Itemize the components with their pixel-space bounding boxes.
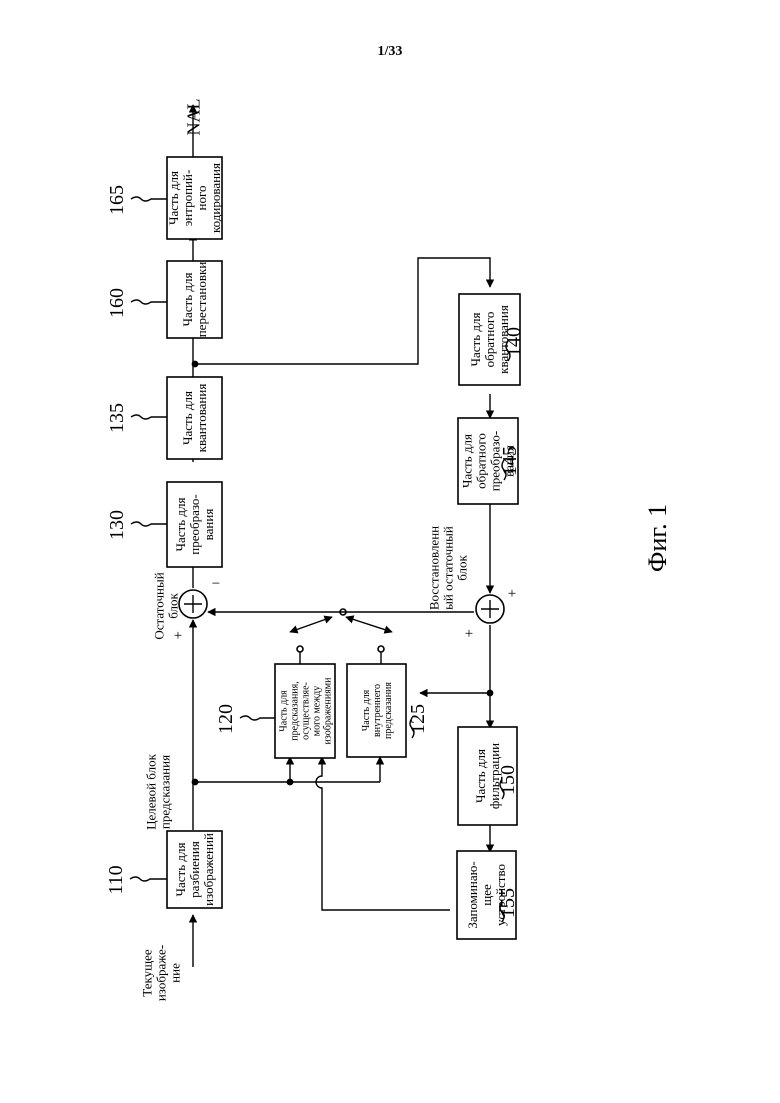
- block-110: Часть дляразбиенияизображений 110: [105, 831, 222, 908]
- wire-155-120: [316, 757, 450, 910]
- adder-subtract: [179, 590, 207, 618]
- junction-target-120: [287, 779, 294, 786]
- switch-arm-a: [290, 617, 332, 632]
- output-label-nal: NAL: [183, 99, 203, 136]
- block-165: Часть дляэнтропий-ногокодирования 165: [106, 157, 223, 239]
- block-160-label: Часть дляперестановки: [180, 262, 209, 338]
- switch-arm-b: [346, 617, 392, 632]
- adder-reconstruct-plus-right: +: [508, 586, 516, 602]
- block-110-label: Часть дляразбиенияизображений: [173, 833, 216, 906]
- block-145: Часть дляобратногопреобразо-вания145: [458, 418, 521, 504]
- figure-caption: Фиг. 1: [643, 504, 672, 572]
- switch-contact-120: [297, 646, 303, 652]
- block-145-number: 145: [499, 446, 521, 476]
- block-110-number: 110: [105, 865, 127, 894]
- block-165-label: Часть дляэнтропий-ногокодирования: [166, 163, 223, 233]
- restored-residual-label: Восстановленный остаточныйблок: [427, 526, 470, 610]
- block-150-number: 150: [497, 765, 519, 795]
- block-120-number: 120: [215, 704, 237, 734]
- block-120: Часть дляпредсказания,осуществляе-мого м…: [215, 664, 335, 758]
- adder-subtract-minus: −: [212, 576, 220, 592]
- block-135: Часть дляквантования 135: [106, 377, 222, 459]
- adder-reconstruct-plus-left: +: [465, 626, 473, 642]
- current-image-label: Текущееизображе-ние: [140, 945, 183, 1001]
- wire-quant-feedback: [195, 258, 490, 364]
- block-160-number: 160: [106, 288, 128, 318]
- block-140: Часть дляобратногоквантования140: [459, 294, 525, 385]
- block-135-label: Часть дляквантования: [180, 384, 209, 453]
- adder-subtract-plus: +: [174, 628, 182, 644]
- block-155: Запоминаю-щееустройство155: [457, 851, 519, 939]
- block-160: Часть дляперестановки 160: [106, 261, 222, 338]
- block-125: Часть длявнутреннегопредсказания 125: [347, 664, 429, 757]
- block-130-number: 130: [106, 510, 128, 540]
- block-155-number: 155: [497, 888, 519, 918]
- block-125-number: 125: [407, 704, 429, 734]
- block-125-label: Часть длявнутреннегопредсказания: [361, 682, 394, 739]
- block-150: Часть дляфильтрации150: [458, 727, 519, 825]
- block-140-number: 140: [503, 327, 525, 357]
- block-130: Часть дляпреобразо-вания130: [106, 482, 222, 567]
- target-block-label: Целевой блокпредсказания: [144, 753, 173, 829]
- block-135-number: 135: [106, 403, 128, 433]
- switch-contact-125: [378, 646, 384, 652]
- adder-reconstruct: [476, 595, 504, 623]
- block-165-number: 165: [106, 185, 128, 215]
